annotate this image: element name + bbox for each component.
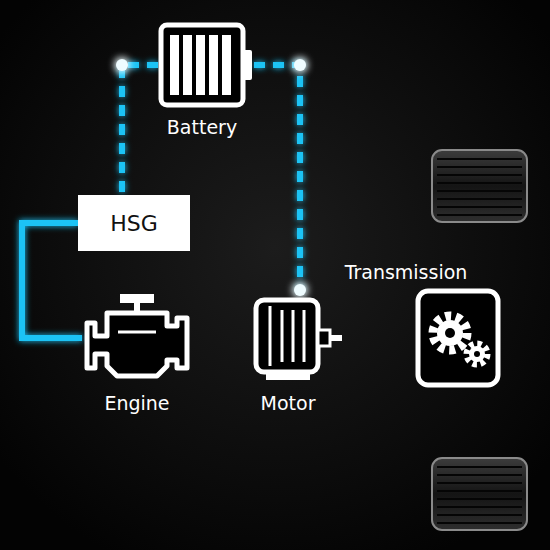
drive-link — [192, 335, 252, 341]
engine-node: Engine — [82, 288, 192, 388]
glow-dot — [116, 59, 128, 71]
battery-icon — [158, 22, 254, 108]
bottom-wheel — [432, 458, 527, 530]
transmission-icon — [415, 288, 501, 388]
tread-line — [437, 158, 522, 160]
tread-line — [437, 474, 522, 476]
component-label: Engine — [104, 392, 169, 415]
motor-icon — [252, 290, 344, 386]
tread-line — [437, 506, 522, 508]
tread-line — [437, 182, 522, 184]
tread-line — [437, 466, 522, 468]
box-text: HSG — [110, 211, 158, 236]
tread-line — [437, 498, 522, 500]
hsg-box: HSG — [78, 195, 190, 251]
label-holder: Engine — [104, 392, 169, 415]
electric-link — [254, 65, 300, 290]
tread-line — [437, 482, 522, 484]
tread-line — [437, 214, 522, 216]
component-label: Transmission — [345, 261, 468, 284]
drive-link — [344, 335, 415, 341]
tread-line — [437, 190, 522, 192]
label-holder: Battery — [167, 116, 237, 139]
motor-node: Motor — [252, 290, 344, 386]
glow-dot — [294, 59, 306, 71]
tread-line — [437, 198, 522, 200]
tread-line — [437, 522, 522, 524]
glow-dot — [294, 284, 306, 296]
component-label: Motor — [261, 392, 316, 415]
drive-link — [22, 223, 82, 338]
tread-line — [437, 206, 522, 208]
label-holder: Motor — [261, 392, 316, 415]
top-wheel — [432, 150, 527, 222]
label-holder: Transmission — [345, 261, 468, 284]
engine-icon — [82, 288, 192, 388]
transmission-node: Transmission — [415, 288, 501, 388]
battery-node: Battery — [158, 22, 254, 108]
tread-line — [437, 174, 522, 176]
tread-line — [437, 490, 522, 492]
component-label: Battery — [167, 116, 237, 139]
electric-link — [122, 65, 158, 195]
tread-line — [437, 166, 522, 168]
tread-line — [437, 514, 522, 516]
